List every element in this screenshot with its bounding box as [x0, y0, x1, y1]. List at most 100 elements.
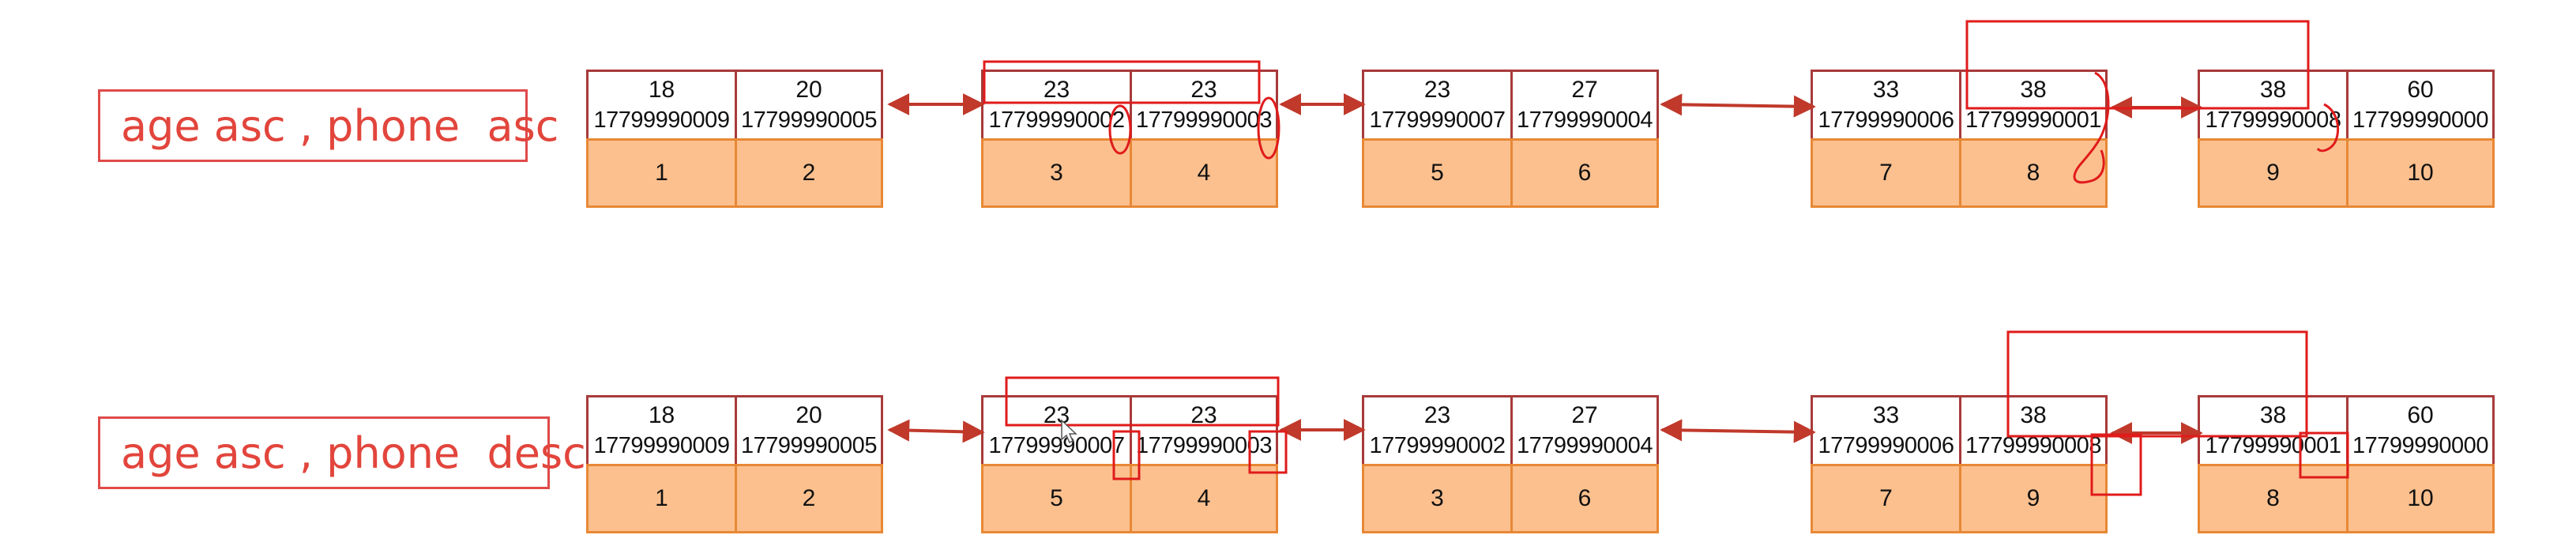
primary-key-value: 5 [1431, 160, 1444, 186]
primary-key-value: 9 [2026, 485, 2040, 511]
index-entry-id: 2 [735, 138, 883, 208]
index-entry-id: 4 [1130, 138, 1278, 208]
index-entry-id: 1 [586, 464, 737, 533]
primary-key-value: 4 [1197, 485, 1211, 511]
index-entry-id: 8 [1959, 138, 2108, 208]
primary-key-value: 5 [1050, 485, 1063, 511]
index-entry-key: 23 17799990002 [1362, 395, 1513, 466]
phone-value: 17799990004 [1517, 107, 1653, 133]
index-entry-key: 23 17799990007 [1362, 70, 1513, 141]
phone-value: 17799990001 [1965, 107, 2101, 133]
index-entry-id: 7 [1811, 464, 1961, 533]
primary-key-value: 2 [802, 160, 816, 186]
primary-key-value: 1 [655, 485, 668, 511]
link-arrow [1660, 93, 1816, 118]
annotation-circle [1108, 104, 1132, 155]
age-value: 38 [2020, 402, 2047, 428]
phone-value: 17799990009 [593, 107, 730, 133]
index-entry-id: 1 [586, 138, 737, 208]
primary-key-value: 1 [655, 160, 668, 186]
age-value: 23 [1043, 77, 1070, 103]
annotation-bracket [2006, 330, 2308, 438]
primary-key-value: 9 [2266, 160, 2280, 186]
index-entry-key: 20 17799990005 [735, 70, 883, 141]
primary-key-value: 10 [2407, 485, 2434, 511]
primary-key-value: 10 [2407, 160, 2434, 186]
phone-value: 17799990005 [741, 107, 877, 133]
phone-value: 17799990006 [1818, 107, 1954, 133]
index-entry-id: 9 [1959, 464, 2108, 533]
phone-value: 17799990003 [1136, 107, 1272, 133]
primary-key-value: 6 [1578, 485, 1592, 511]
index-entry-id: 7 [1811, 138, 1961, 208]
row-1-label: age asc , phone asc [98, 89, 558, 162]
primary-key-value: 7 [1879, 485, 1893, 511]
age-value: 60 [2407, 77, 2434, 103]
index-entry-key: 60 17799990000 [2346, 70, 2495, 141]
index-entry-id: 3 [981, 138, 1132, 208]
age-value: 38 [2259, 402, 2287, 428]
annotation-bracket [983, 60, 1261, 104]
age-value: 23 [1423, 77, 1451, 103]
annotation-box [1112, 430, 1141, 480]
index-entry-key: 27 17799990004 [1510, 70, 1659, 141]
age-value: 33 [1872, 402, 1900, 428]
phone-value: 17799990008 [2205, 107, 2341, 133]
phone-value: 17799990007 [1369, 107, 1506, 133]
primary-key-value: 8 [2026, 160, 2040, 186]
primary-key-value: 3 [1050, 160, 1063, 186]
index-entry-key: 23 17799990002 [981, 70, 1132, 141]
phone-value: 17799990006 [1818, 433, 1954, 458]
age-value: 23 [1423, 402, 1451, 428]
age-value: 38 [2020, 77, 2047, 103]
index-entry-id: 6 [1510, 464, 1659, 533]
phone-value: 17799990000 [2352, 107, 2488, 133]
primary-key-value: 3 [1431, 485, 1444, 511]
primary-key-value: 6 [1578, 160, 1592, 186]
index-entry-key: 38 17799990001 [1959, 70, 2108, 141]
index-entry-id: 3 [1362, 464, 1513, 533]
age-value: 27 [1571, 402, 1598, 428]
annotation-box [2299, 431, 2349, 479]
index-entry-id: 10 [2346, 138, 2495, 208]
age-value: 20 [795, 77, 822, 103]
age-value: 20 [795, 402, 822, 428]
index-entry-id: 2 [735, 464, 883, 533]
index-entry-key: 27 17799990004 [1510, 395, 1659, 466]
index-entry-id: 6 [1510, 138, 1659, 208]
age-value: 38 [2259, 77, 2287, 103]
age-value: 23 [1190, 77, 1217, 103]
annotation-box [2090, 433, 2142, 496]
phone-value: 17799990002 [988, 107, 1125, 133]
age-value: 27 [1571, 77, 1598, 103]
row-2-label: age asc , phone desc [98, 416, 586, 489]
phone-value: 17799990004 [1517, 433, 1653, 458]
age-value: 60 [2407, 402, 2434, 428]
annotation-scribble [2073, 71, 2110, 184]
index-entry-id: 5 [981, 464, 1132, 533]
primary-key-value: 4 [1197, 160, 1211, 186]
phone-value: 17799990002 [1369, 433, 1506, 458]
phone-value: 17799990005 [741, 433, 877, 458]
index-entry-id: 8 [2198, 464, 2348, 533]
link-arrow [887, 419, 985, 443]
cursor-icon [1061, 419, 1077, 444]
link-arrow [1660, 419, 1816, 443]
annotation-circle [1257, 96, 1280, 160]
index-entry-key: 18 17799990009 [586, 70, 737, 141]
age-value: 18 [648, 77, 675, 103]
index-entry-id: 4 [1130, 464, 1278, 533]
age-value: 33 [1872, 77, 1900, 103]
annotation-box [1248, 430, 1288, 474]
index-entry-id: 5 [1362, 138, 1513, 208]
primary-key-value: 2 [802, 485, 816, 511]
index-entry-key: 23 17799990003 [1130, 70, 1278, 141]
annotation-bracket [1005, 376, 1280, 427]
age-value: 18 [648, 402, 675, 428]
index-entry-id: 10 [2346, 464, 2495, 533]
